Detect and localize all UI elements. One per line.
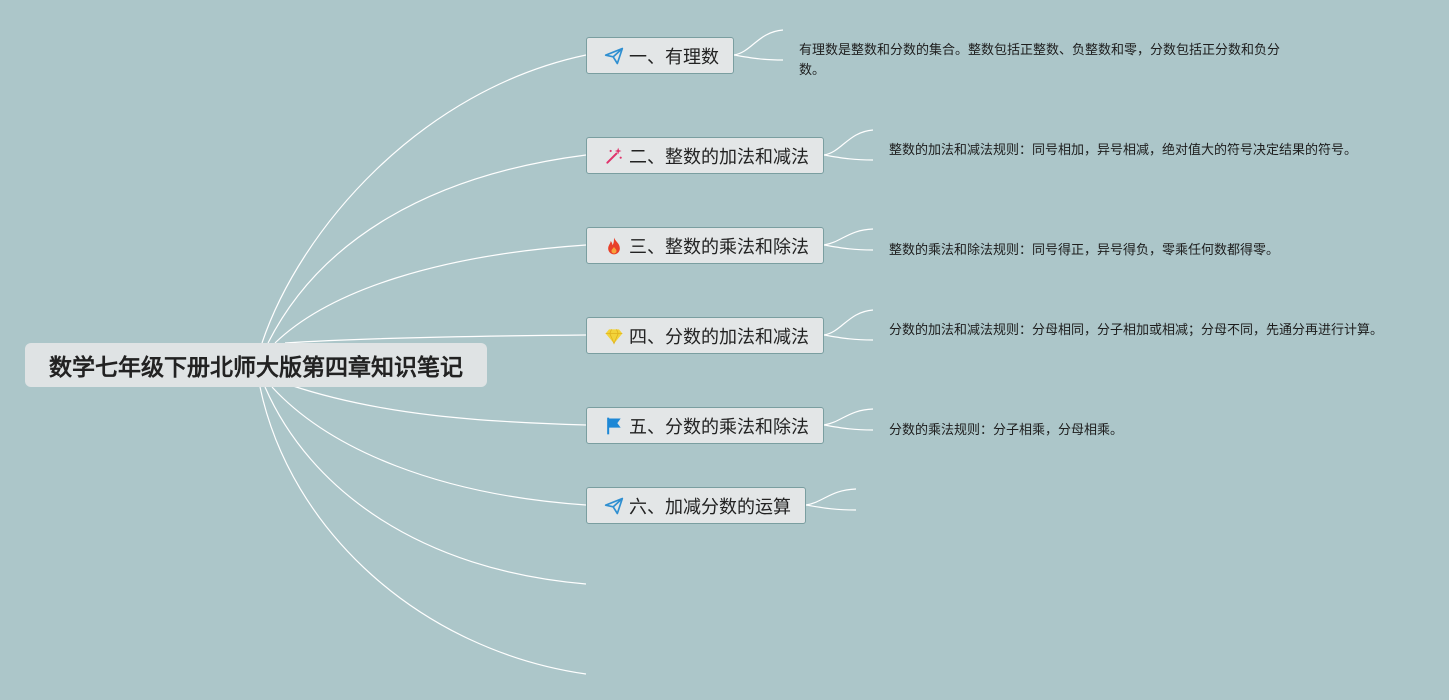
fire-icon — [603, 235, 625, 257]
topic-fraction-addsub-operations[interactable]: 六、加减分数的运算 — [586, 487, 806, 524]
connector-topic-4 — [284, 334, 587, 344]
topic-fraction-addition-subtraction[interactable]: 四、分数的加法和减法 — [586, 317, 824, 354]
magic-wand-icon — [603, 145, 625, 167]
connector-note-4b — [823, 334, 874, 341]
topic-label: 三、整数的乘法和除法 — [629, 236, 809, 258]
paper-plane-icon — [603, 495, 625, 517]
note-fraction-multiplication-division: 分数的乘法规则：分子相乘，分母相乘。 — [889, 423, 1124, 438]
connector-note-5b — [823, 424, 874, 431]
connector-note-3b — [823, 244, 874, 251]
connector-topic-3 — [274, 244, 587, 344]
connector-note-1a — [733, 29, 784, 56]
connector-empty-1 — [264, 386, 587, 585]
connector-note-4a — [823, 309, 874, 336]
connector-note-5a — [823, 408, 874, 426]
note-fraction-addition-subtraction: 分数的加法和减法规则：分母相同，分子相加或相减；分母不同，先通分再进行计算。 — [889, 323, 1384, 338]
note-rational-numbers: 有理数是整数和分数的集合。整数包括正整数、负整数和零，分数包括正分数和负分数。 — [799, 43, 1281, 78]
topic-integer-addition-subtraction[interactable]: 二、整数的加法和减法 — [586, 137, 824, 174]
connector-note-6b — [805, 504, 857, 511]
note-integer-addition-subtraction: 整数的加法和减法规则：同号相加，异号相减，绝对值大的符号决定结果的符号。 — [889, 143, 1358, 158]
gem-icon — [603, 325, 625, 347]
topic-label: 五、分数的乘法和除法 — [629, 416, 809, 438]
topic-label: 四、分数的加法和减法 — [629, 326, 809, 348]
connector-topic-6 — [271, 386, 587, 506]
connector-note-2b — [823, 154, 874, 161]
note-integer-multiplication-division: 整数的乘法和除法规则：同号得正，异号得负，零乘任何数都得零。 — [889, 243, 1280, 258]
connector-topic-1 — [261, 54, 587, 344]
topic-rational-numbers[interactable]: 一、有理数 — [586, 37, 734, 74]
connector-note-6a — [805, 488, 857, 506]
connector-note-3a — [823, 228, 874, 246]
topic-label: 一、有理数 — [629, 46, 719, 68]
connector-topic-2 — [267, 154, 587, 344]
connector-note-2a — [823, 129, 874, 156]
connector-empty-2 — [259, 386, 587, 675]
root-topic[interactable]: 数学七年级下册北师大版第四章知识笔记 — [25, 343, 487, 387]
topic-label: 六、加减分数的运算 — [629, 496, 791, 518]
connector-note-1b — [733, 54, 784, 61]
topic-integer-multiplication-division[interactable]: 三、整数的乘法和除法 — [586, 227, 824, 264]
topic-fraction-multiplication-division[interactable]: 五、分数的乘法和除法 — [586, 407, 824, 444]
topic-label: 二、整数的加法和减法 — [629, 146, 809, 168]
paper-plane-icon — [603, 45, 625, 67]
flag-icon — [603, 415, 625, 437]
connector-topic-5 — [289, 384, 587, 426]
